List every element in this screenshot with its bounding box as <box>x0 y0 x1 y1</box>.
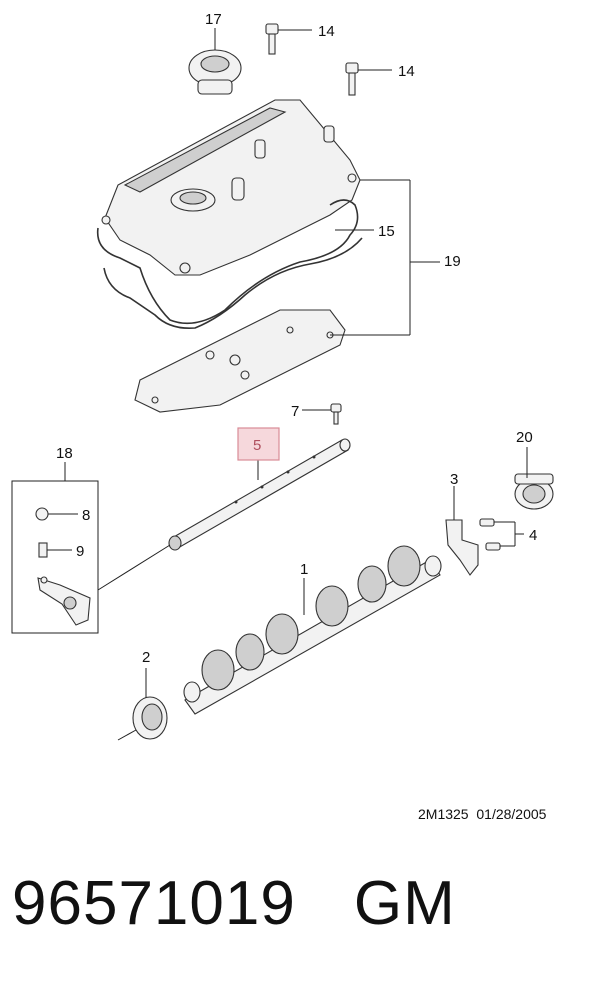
part-number: 96571019 <box>12 869 296 938</box>
thrust-plate <box>445 519 479 576</box>
cover-gasket <box>96 199 359 325</box>
cover-bolt-1 <box>265 23 279 55</box>
camshaft <box>183 545 442 715</box>
valve-cover <box>101 99 361 276</box>
cover-gasket-lower <box>103 237 363 330</box>
callout-3: 3 <box>450 471 458 488</box>
callout-20: 20 <box>516 429 533 446</box>
callout-14: 14 <box>398 63 415 80</box>
highlight-box <box>237 427 280 461</box>
callout-17: 17 <box>205 11 222 28</box>
rocker-arm-nut <box>35 507 49 521</box>
leader-lines <box>47 28 528 741</box>
part-number-row: 96571019 GM <box>12 868 456 939</box>
callout-1: 1 <box>300 561 308 578</box>
camshaft-oil-seal <box>132 696 168 740</box>
cover-bolt-2 <box>345 62 359 96</box>
shaft-bolt <box>330 403 342 425</box>
oil-filler-cap <box>188 49 242 95</box>
callout-7: 7 <box>291 403 299 420</box>
callout-15: 15 <box>378 223 395 240</box>
seal-ring <box>514 473 554 510</box>
callout-2: 2 <box>142 649 150 666</box>
thrust-screw-1 <box>479 518 495 527</box>
reference-code: 2M1325 01/28/2005 <box>418 806 547 822</box>
callout-18: 18 <box>56 445 73 462</box>
rocker-arm-box <box>11 480 99 634</box>
callout-9: 9 <box>76 543 84 560</box>
thrust-screw-2 <box>485 542 501 551</box>
rocker-shaft <box>168 438 351 551</box>
rocker-arm <box>37 576 91 626</box>
callout-8: 8 <box>82 507 90 524</box>
callout-14-top: 14 <box>318 23 335 40</box>
brand-label: GM <box>353 869 456 938</box>
callout-5: 5 <box>253 437 261 454</box>
callout-4: 4 <box>529 527 537 544</box>
adjuster-screw <box>38 542 48 558</box>
baffle-plate <box>134 309 346 413</box>
callout-19: 19 <box>444 253 461 270</box>
